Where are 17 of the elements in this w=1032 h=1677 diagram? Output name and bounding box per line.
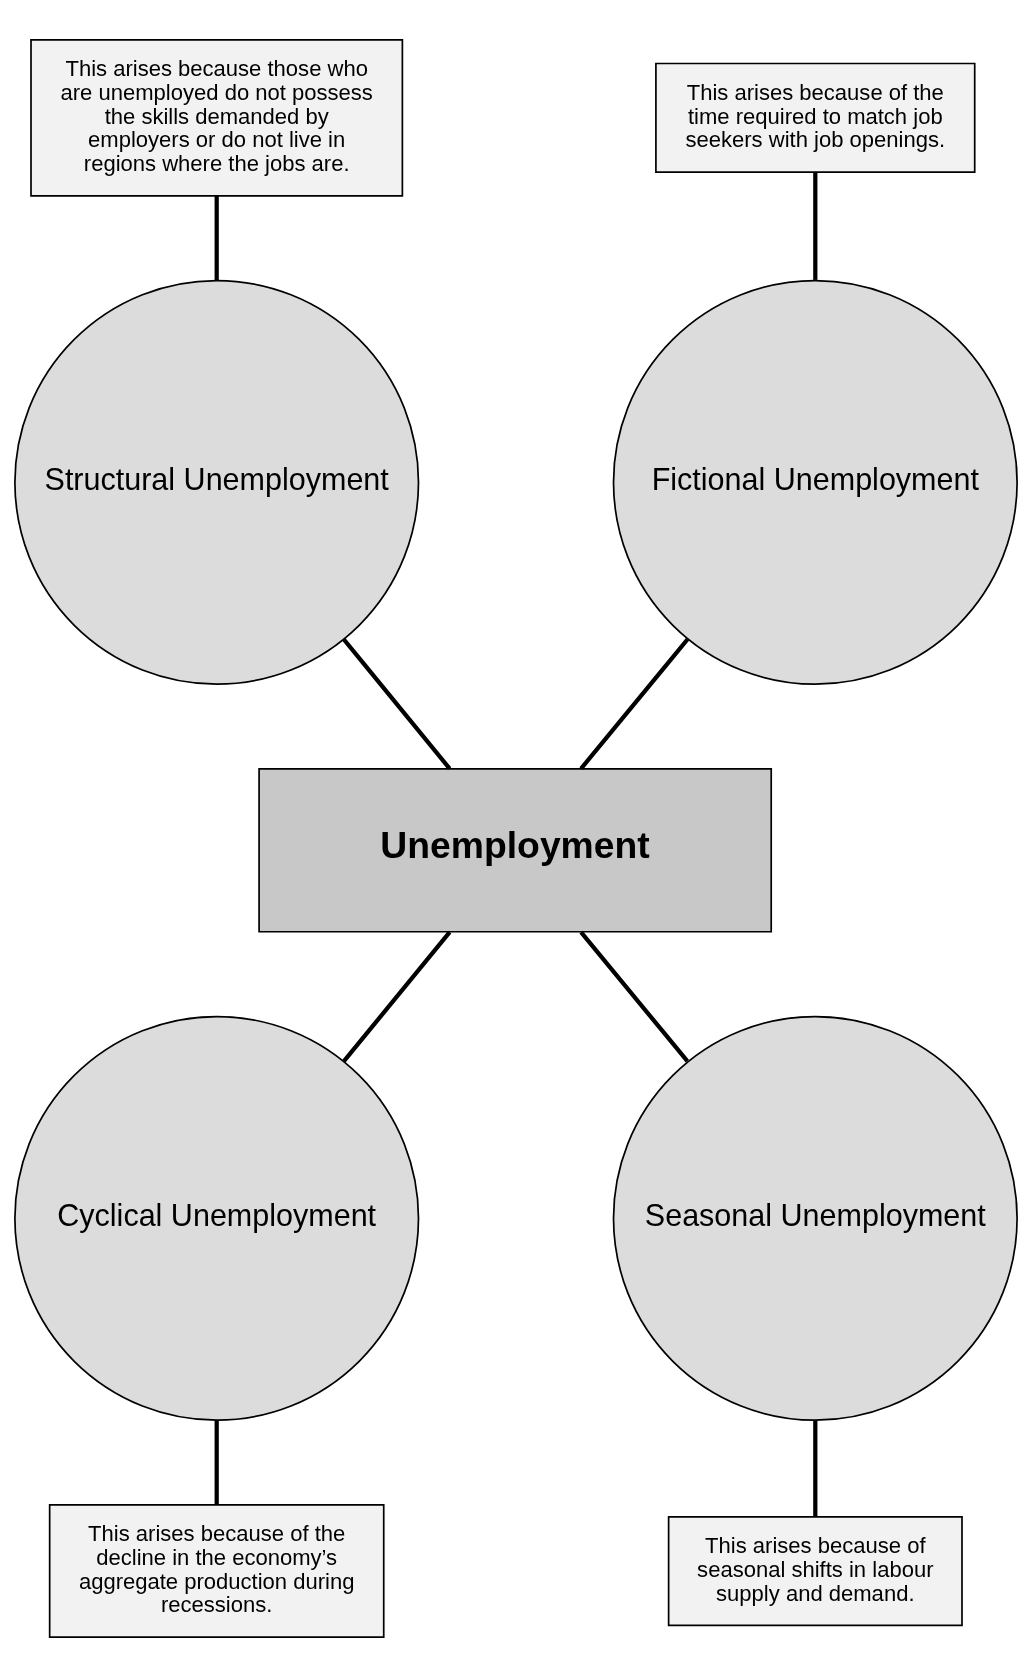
connector — [342, 637, 452, 770]
node-box: This arises because of the time required to match job seekers with job openings. — [655, 62, 976, 173]
connector — [214, 1420, 219, 1505]
connector — [214, 196, 219, 281]
node-box: Unemployment — [258, 768, 773, 933]
node-circle: Structural Unemployment — [14, 279, 420, 686]
connector — [813, 1420, 818, 1517]
node-box: This arises because of seasonal shifts in labour supply and demand. — [667, 1515, 963, 1627]
node-circle: Cyclical Unemployment — [14, 1015, 420, 1421]
connector — [342, 930, 452, 1063]
node-box: This arises because of the decline in the economy’s aggregate production during recessions. — [48, 1504, 385, 1639]
connector — [579, 637, 690, 770]
connector — [813, 172, 818, 280]
node-circle: Fictional Unemployment — [612, 279, 1018, 686]
connector — [579, 930, 689, 1063]
node-circle: Seasonal Unemployment — [612, 1015, 1018, 1421]
node-box: This arises because those who are unemployed do not possess the skills demanded by employers or do not live in regions where the jobs are. — [30, 38, 404, 197]
